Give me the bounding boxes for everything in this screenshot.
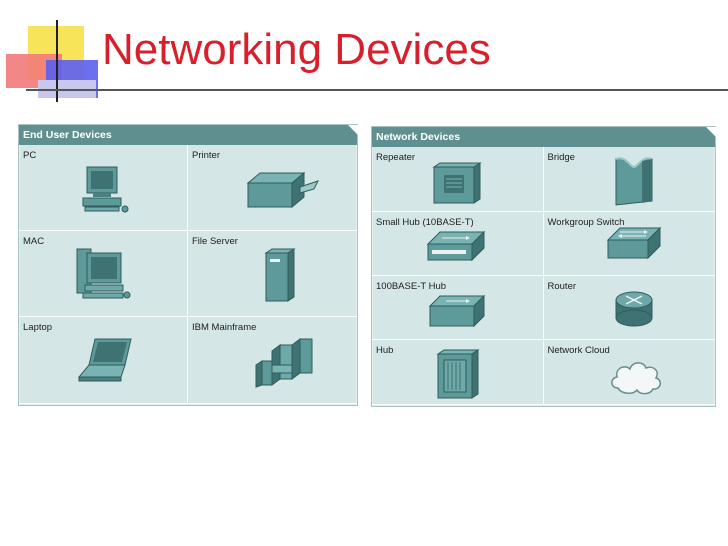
device-label: Workgroup Switch xyxy=(547,217,625,228)
device-cell-hub: Hub xyxy=(372,340,544,405)
file-server-icon xyxy=(262,247,296,303)
device-cell-ibm-mainframe: IBM Mainframe xyxy=(188,317,357,404)
pc-icon xyxy=(81,165,131,213)
device-cell-pc: PC xyxy=(19,145,188,231)
network-devices-grid: Repeater Bridge xyxy=(372,147,715,406)
device-cell-repeater: Repeater xyxy=(372,147,544,212)
end-user-devices-grid: PC Printer xyxy=(19,145,357,405)
device-label: MAC xyxy=(23,236,45,247)
end-user-devices-panel: End User Devices PC Printer xyxy=(18,124,358,406)
title-underline xyxy=(26,89,728,91)
device-cell-laptop: Laptop xyxy=(19,317,188,404)
title-decoration-vertical-line xyxy=(56,20,58,102)
device-label: Repeater xyxy=(376,152,416,163)
device-label: Network Cloud xyxy=(547,345,610,356)
device-cell-mac: MAC xyxy=(19,231,188,317)
network-devices-panel: Network Devices Repeater Bridge xyxy=(371,126,716,407)
device-cell-printer: Printer xyxy=(188,145,357,231)
mainframe-icon xyxy=(254,335,314,389)
device-cell-router: Router xyxy=(543,276,715,340)
100baset-hub-icon xyxy=(428,294,486,330)
device-cell-file-server: File Server xyxy=(188,231,357,317)
device-label: 100BASE-T Hub xyxy=(376,281,447,292)
device-label: Bridge xyxy=(547,152,575,163)
device-label: PC xyxy=(23,150,37,161)
device-label: IBM Mainframe xyxy=(192,322,257,333)
device-cell-bridge: Bridge xyxy=(543,147,715,212)
device-cell-100baset-hub: 100BASE-T Hub xyxy=(372,276,544,340)
printer-icon xyxy=(244,167,320,211)
device-cell-small-hub: Small Hub (10BASE-T) xyxy=(372,212,544,276)
device-label: Printer xyxy=(192,150,220,161)
device-label: Laptop xyxy=(23,322,53,333)
repeater-icon xyxy=(432,161,482,205)
router-icon xyxy=(614,288,654,328)
workgroup-switch-icon xyxy=(606,226,662,262)
device-cell-workgroup-switch: Workgroup Switch xyxy=(543,212,715,276)
page-title: Networking Devices xyxy=(102,25,491,74)
bridge-icon xyxy=(612,153,656,207)
mac-icon xyxy=(75,245,131,301)
end-user-devices-header: End User Devices xyxy=(19,125,358,145)
laptop-icon xyxy=(77,337,133,385)
device-cell-network-cloud: Network Cloud xyxy=(543,340,715,405)
network-devices-header: Network Devices xyxy=(372,127,716,147)
network-cloud-icon xyxy=(608,358,664,396)
hub-icon xyxy=(436,348,480,400)
device-label: Small Hub (10BASE-T) xyxy=(376,217,474,228)
device-label: Router xyxy=(547,281,577,292)
device-label: File Server xyxy=(192,236,238,247)
small-hub-icon xyxy=(426,230,486,266)
device-label: Hub xyxy=(376,345,394,356)
